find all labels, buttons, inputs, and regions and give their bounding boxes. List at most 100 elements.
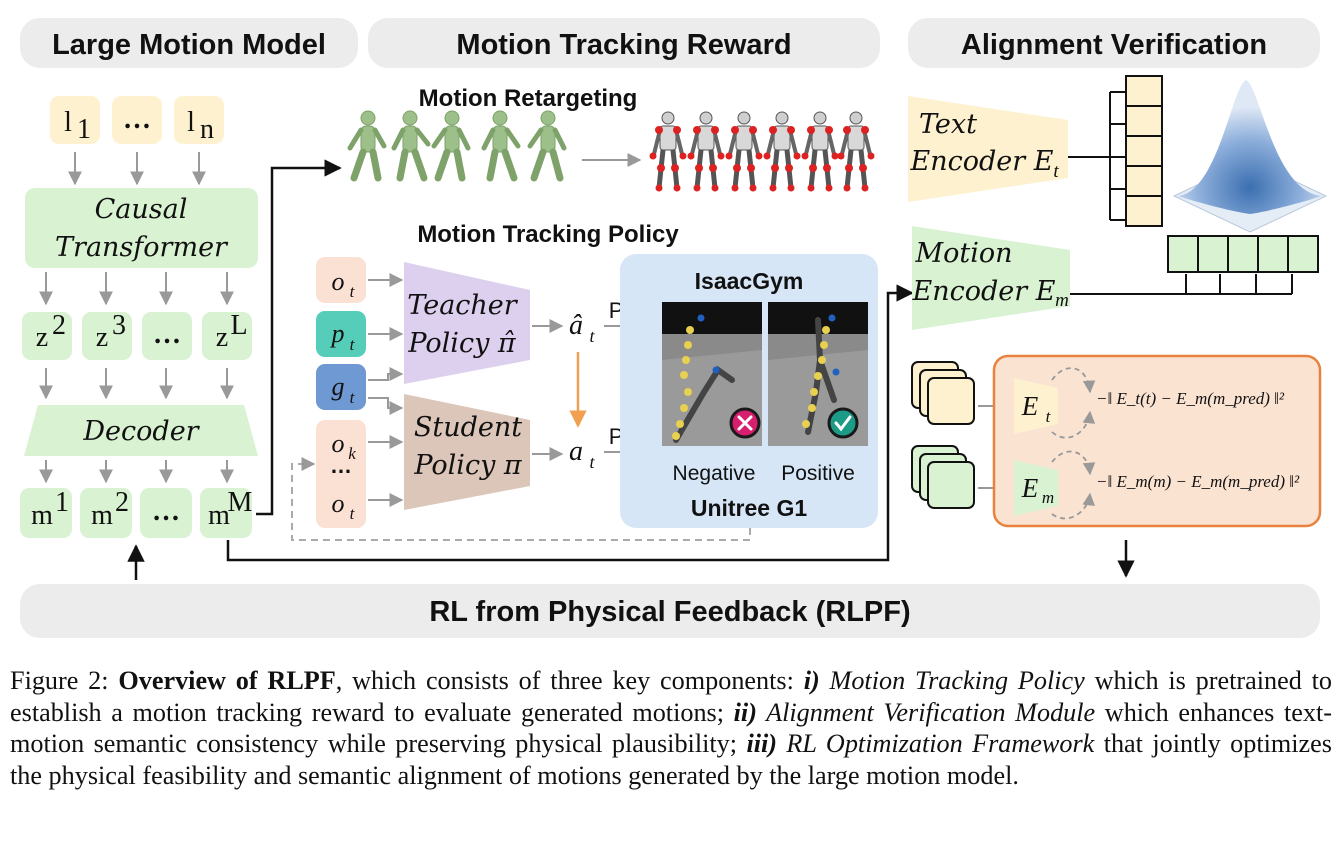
svg-text:m: m	[1042, 488, 1054, 507]
positive-label: Positive	[781, 462, 855, 485]
svg-text:o: o	[332, 267, 345, 296]
svg-text:p: p	[330, 319, 345, 348]
svg-text:t: t	[350, 335, 356, 354]
header-bg-large-motion-model	[20, 18, 358, 68]
positive-sim-frame	[768, 302, 868, 446]
svg-text:o: o	[332, 489, 345, 518]
svg-text:l: l	[187, 107, 195, 138]
input-token-dots: …	[112, 96, 162, 144]
robot-motion-sequence	[649, 111, 875, 192]
negative-sim-frame	[662, 302, 762, 446]
latent-zL: z L	[202, 310, 252, 360]
caption-i-name: Motion Tracking Policy	[819, 666, 1085, 695]
latent-z2: z 2	[22, 310, 72, 360]
caption-iii-name: RL Optimization Framework	[777, 729, 1095, 758]
alignment-scoring-panel	[992, 354, 1322, 528]
svg-text:L: L	[230, 310, 247, 341]
svg-text:1: 1	[77, 114, 91, 145]
caption-part1: , which consists of three key components…	[335, 666, 804, 695]
student-action-a: a t	[569, 436, 595, 472]
svg-text:z: z	[36, 322, 48, 353]
feedback-dashed-loop	[291, 457, 751, 541]
caption-i-label: i)	[803, 666, 820, 695]
svg-text:m: m	[1055, 290, 1069, 311]
svg-text:t: t	[350, 504, 356, 523]
svg-text:…: …	[330, 453, 352, 478]
svg-text:m: m	[208, 500, 230, 531]
svg-text:g: g	[332, 372, 345, 401]
svg-text:â: â	[569, 310, 583, 341]
svg-text:t: t	[1053, 161, 1059, 182]
svg-text:t: t	[350, 388, 356, 407]
caption-ii-label: ii)	[733, 697, 757, 727]
caption-fig-label: Figure 2:	[10, 666, 119, 695]
svg-text:n: n	[200, 114, 214, 145]
motion-tracking-policy-label: Motion Tracking Policy	[417, 221, 679, 248]
motion-card-stack	[911, 445, 975, 509]
obs-o-t: o t	[316, 257, 366, 303]
rlpf-overview-diagram: Large Motion Model Motion Tracking Rewar…	[20, 18, 1328, 638]
svg-text:…: …	[123, 104, 151, 135]
motion-retargeting-label: Motion Retargeting	[419, 85, 638, 112]
output-m1: m 1	[20, 487, 72, 538]
svg-text:k: k	[348, 444, 356, 463]
svg-text:z: z	[216, 322, 228, 353]
negative-label: Negative	[673, 462, 756, 485]
svg-text:M: M	[228, 487, 253, 518]
caption-bold-title: Overview of RLPF	[118, 666, 336, 695]
latent-dots: …	[142, 312, 192, 360]
output-dots: …	[140, 488, 192, 538]
motion-alignment-formula: −‖ E_m(m) − E_m(m_pred) ‖²	[1096, 472, 1300, 491]
svg-text:t: t	[1046, 407, 1052, 426]
svg-text:1: 1	[55, 487, 69, 518]
svg-text:a: a	[569, 436, 583, 467]
header-large-motion-model: Large Motion Model	[52, 29, 326, 61]
arrow-to-retargeting	[256, 159, 342, 516]
svg-text:l: l	[64, 107, 72, 138]
svg-text:Encoder E: Encoder E	[912, 276, 1056, 307]
rlpf-bar	[20, 584, 1320, 638]
decoder-block: Decoder	[24, 405, 258, 456]
svg-text:Student: Student	[414, 412, 522, 443]
svg-text:Decoder: Decoder	[82, 416, 200, 447]
input-token-n: l n	[174, 96, 224, 145]
caption-iii-label: iii)	[746, 729, 777, 758]
et-encoder-mini: E t	[1014, 378, 1058, 434]
output-mM: m M	[200, 487, 253, 538]
svg-text:o: o	[332, 429, 345, 458]
teacher-policy-block: Teacher Policy π̂	[404, 262, 530, 384]
header-bg-motion-tracking-reward	[368, 18, 880, 68]
student-policy-block: Student Policy π	[404, 394, 530, 510]
header-bg-alignment-verification	[908, 18, 1320, 68]
svg-text:2: 2	[52, 310, 66, 341]
em-encoder-mini: E m	[1014, 460, 1058, 516]
svg-text:z: z	[96, 322, 108, 353]
caption-part2: which is pretrained to establish a motio…	[10, 666, 1332, 727]
svg-text:3: 3	[112, 310, 126, 341]
svg-text:Policy π: Policy π	[413, 450, 523, 481]
rlpf-label: RL from Physical Feedback (RLPF)	[429, 596, 910, 628]
input-token-1: l 1	[50, 96, 100, 145]
caption-part3: which enhances text-motion semantic cons…	[10, 697, 1332, 759]
latent-z3: z 3	[82, 310, 132, 360]
caption-ii-name: Alignment Verification Module	[756, 697, 1096, 727]
svg-text:m: m	[31, 500, 53, 531]
svg-text:Text: Text	[919, 109, 977, 140]
svg-text:2: 2	[115, 487, 129, 518]
svg-text:Policy π̂: Policy π̂	[407, 328, 517, 359]
svg-text:t: t	[589, 452, 595, 472]
unitree-g1-label: Unitree G1	[691, 495, 808, 521]
output-m2: m 2	[80, 487, 132, 538]
svg-text:E: E	[1021, 473, 1039, 503]
text-embedding-vector	[1125, 75, 1163, 227]
gaussian-surface-plot	[1172, 80, 1328, 233]
header-alignment-verification: Alignment Verification	[961, 29, 1267, 61]
obs-o-k-stack: o k … o t	[316, 420, 366, 528]
svg-text:…: …	[153, 319, 181, 350]
motion-encoder-block: Motion Encoder E m	[912, 226, 1070, 330]
svg-text:m: m	[91, 500, 113, 531]
obs-g-t: g t	[316, 364, 366, 410]
text-card-stack	[911, 361, 975, 425]
motion-embedding-vector	[1167, 235, 1319, 273]
header-motion-tracking-reward: Motion Tracking Reward	[456, 29, 791, 61]
